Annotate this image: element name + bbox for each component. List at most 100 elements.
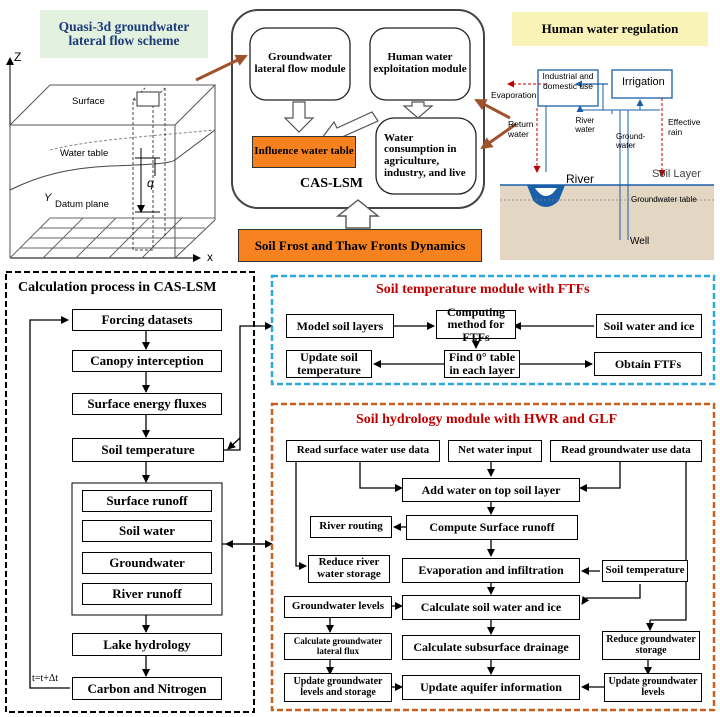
- groundwater-levels-text: Groundwater levels: [291, 600, 385, 613]
- influence-text: Influence water table: [254, 145, 354, 158]
- water-table-label: Water table: [60, 148, 109, 159]
- brown-arrows: [195, 54, 517, 150]
- hydro-soil-temperature: Soil temperature: [602, 560, 688, 582]
- obtain-ftfs-text: Obtain FTFs: [614, 356, 682, 371]
- soil-water: Soil water: [82, 520, 212, 542]
- consumption-text: Water consumption in agriculture, indust…: [384, 131, 466, 179]
- human-reg-title-text: Human water regulation: [541, 21, 679, 37]
- gw-scheme-title-line2: lateral flow scheme: [68, 33, 180, 48]
- groundwater-levels: Groundwater levels: [284, 596, 392, 618]
- river-water-label: River water: [575, 116, 595, 135]
- human-module: Human water exploitation module: [372, 30, 468, 98]
- surface-runoff: Surface runoff: [82, 490, 212, 512]
- river-runoff-text: River runoff: [112, 586, 182, 602]
- lake-hydrology-text: Lake hydrology: [103, 636, 191, 652]
- hollow-arrows: [283, 101, 434, 144]
- evaporation-label: Evaporation: [491, 90, 537, 100]
- q-label: q: [147, 176, 154, 190]
- gw-scheme-title: Quasi-3d groundwater lateral flow scheme: [40, 10, 208, 58]
- river-runoff: River runoff: [82, 583, 212, 605]
- add-water-top: Add water on top soil layer: [402, 478, 580, 502]
- calc-soil-water-ice: Calculate soil water and ice: [402, 595, 580, 620]
- soil-temperature-step: Soil temperature: [72, 438, 224, 462]
- hydrology-arrows: [295, 462, 687, 691]
- soil-temperature-step-text: Soil temperature: [101, 442, 195, 458]
- groundwater-text: Groundwater: [109, 555, 185, 571]
- calc-lateral-flux-text: Calculate groundwater lateral flux: [293, 636, 383, 656]
- hydrology-title: Soil hydrology module with HWR and GLF: [356, 412, 618, 427]
- read-surface-water-text: Read surface water use data: [296, 444, 430, 457]
- groundwater-table-label: Groundwater table: [631, 195, 697, 204]
- update-gw-storage-text: Update groundwater levels and storage: [293, 676, 383, 698]
- human-regulation-illustration: [500, 69, 714, 260]
- return-water-label: Return water: [508, 119, 534, 139]
- axis-x-label: x: [207, 250, 213, 264]
- update-aquifer-text: Update aquifer information: [420, 680, 562, 695]
- update-gw-levels: Update groundwater levels: [604, 673, 702, 702]
- find-zero-table: Find 0° table in each layer: [444, 350, 520, 378]
- read-groundwater-text: Read groundwater use data: [561, 444, 691, 457]
- industrial-label: Industrial and domestic use: [542, 71, 594, 91]
- quasi-3d-scheme: [6, 57, 217, 262]
- computing-method-text: Computing method for FTFs: [446, 304, 505, 344]
- axis-z-label: Z: [14, 50, 22, 64]
- human-reg-title: Human water regulation: [512, 12, 708, 46]
- cas-lsm-title: CAS-LSM: [300, 176, 364, 191]
- update-soil-temperature-text: Update soil temperature: [297, 350, 361, 377]
- axis-y-label: Y: [44, 192, 52, 204]
- soil-temp-arrows: [373, 322, 594, 368]
- calc-process-title: Calculation process in CAS-LSM: [18, 280, 217, 295]
- soil-water-ice: Soil water and ice: [596, 314, 702, 338]
- soil-temp-title: Soil temperature module with FTFs: [376, 282, 590, 297]
- reduce-groundwater-storage-text: Reduce groundwater storage: [606, 634, 696, 656]
- update-aquifer: Update aquifer information: [402, 675, 580, 700]
- frost-thaw-text: Soil Frost and Thaw Fronts Dynamics: [254, 237, 466, 253]
- update-gw-levels-text: Update groundwater levels: [608, 676, 698, 698]
- model-soil-layers-text: Model soil layers: [296, 318, 384, 333]
- surface-runoff-text: Surface runoff: [106, 493, 188, 509]
- effective-rain-label: Effective rain: [668, 117, 701, 137]
- time-loop-label: t=t+Δt: [32, 673, 59, 684]
- model-soil-layers: Model soil layers: [286, 314, 394, 338]
- surface-energy-fluxes: Surface energy fluxes: [72, 393, 222, 415]
- soil-layer-label: Soil Layer: [652, 168, 701, 180]
- groundwater: Groundwater: [82, 552, 212, 574]
- river-routing-text: River routing: [319, 520, 383, 533]
- ground-water-label: Ground-water: [616, 132, 646, 151]
- computing-method: Computing method for FTFs: [436, 305, 516, 343]
- gw-scheme-title-line1: Quasi-3d groundwater: [58, 18, 190, 34]
- calc-lateral-flux: Calculate groundwater lateral flux: [284, 633, 392, 660]
- river-label: River: [566, 172, 595, 186]
- forcing-datasets: Forcing datasets: [72, 309, 222, 331]
- reduce-river-storage: Reduce river water storage: [308, 555, 390, 583]
- evaporation-infiltration-text: Evaporation and infiltration: [418, 563, 564, 578]
- datum-plane-label: Datum plane: [55, 199, 109, 210]
- calc-subsurface-drainage: Calculate subsurface drainage: [402, 635, 580, 660]
- well-label: Well: [630, 236, 650, 247]
- groundwater-module-text: Groundwater lateral flow module: [254, 51, 346, 75]
- carbon-nitrogen: Carbon and Nitrogen: [72, 677, 222, 700]
- frost-thaw-box: Soil Frost and Thaw Fronts Dynamics: [238, 229, 482, 262]
- influence-water-table: Influence water table: [252, 136, 356, 168]
- water-consumption: Water consumption in agriculture, indust…: [378, 120, 474, 192]
- soil-water-text: Soil water: [119, 523, 175, 539]
- read-groundwater: Read groundwater use data: [550, 440, 702, 462]
- compute-surface-runoff: Compute Surface runoff: [406, 515, 578, 540]
- surface-label: Surface: [72, 96, 105, 107]
- hydro-soil-temperature-text: Soil temperature: [605, 564, 685, 577]
- evaporation-infiltration: Evaporation and infiltration: [402, 558, 580, 583]
- add-water-top-text: Add water on top soil layer: [421, 482, 561, 497]
- reduce-river-storage-text: Reduce river water storage: [317, 556, 381, 580]
- calc-soil-water-ice-text: Calculate soil water and ice: [420, 600, 562, 615]
- surface-energy-fluxes-text: Surface energy fluxes: [87, 396, 207, 412]
- calc-subsurface-drainage-text: Calculate subsurface drainage: [413, 640, 569, 655]
- read-surface-water: Read surface water use data: [286, 440, 440, 462]
- update-gw-storage: Update groundwater levels and storage: [284, 673, 392, 702]
- calc-process-frame: [5, 271, 255, 713]
- groundwater-module: Groundwater lateral flow module: [252, 30, 348, 98]
- river-routing: River routing: [310, 516, 392, 538]
- hydrology-frame: [270, 402, 716, 712]
- canopy-interception-text: Canopy interception: [90, 353, 204, 369]
- soil-water-ice-text: Soil water and ice: [603, 318, 695, 333]
- forcing-datasets-text: Forcing datasets: [101, 312, 193, 328]
